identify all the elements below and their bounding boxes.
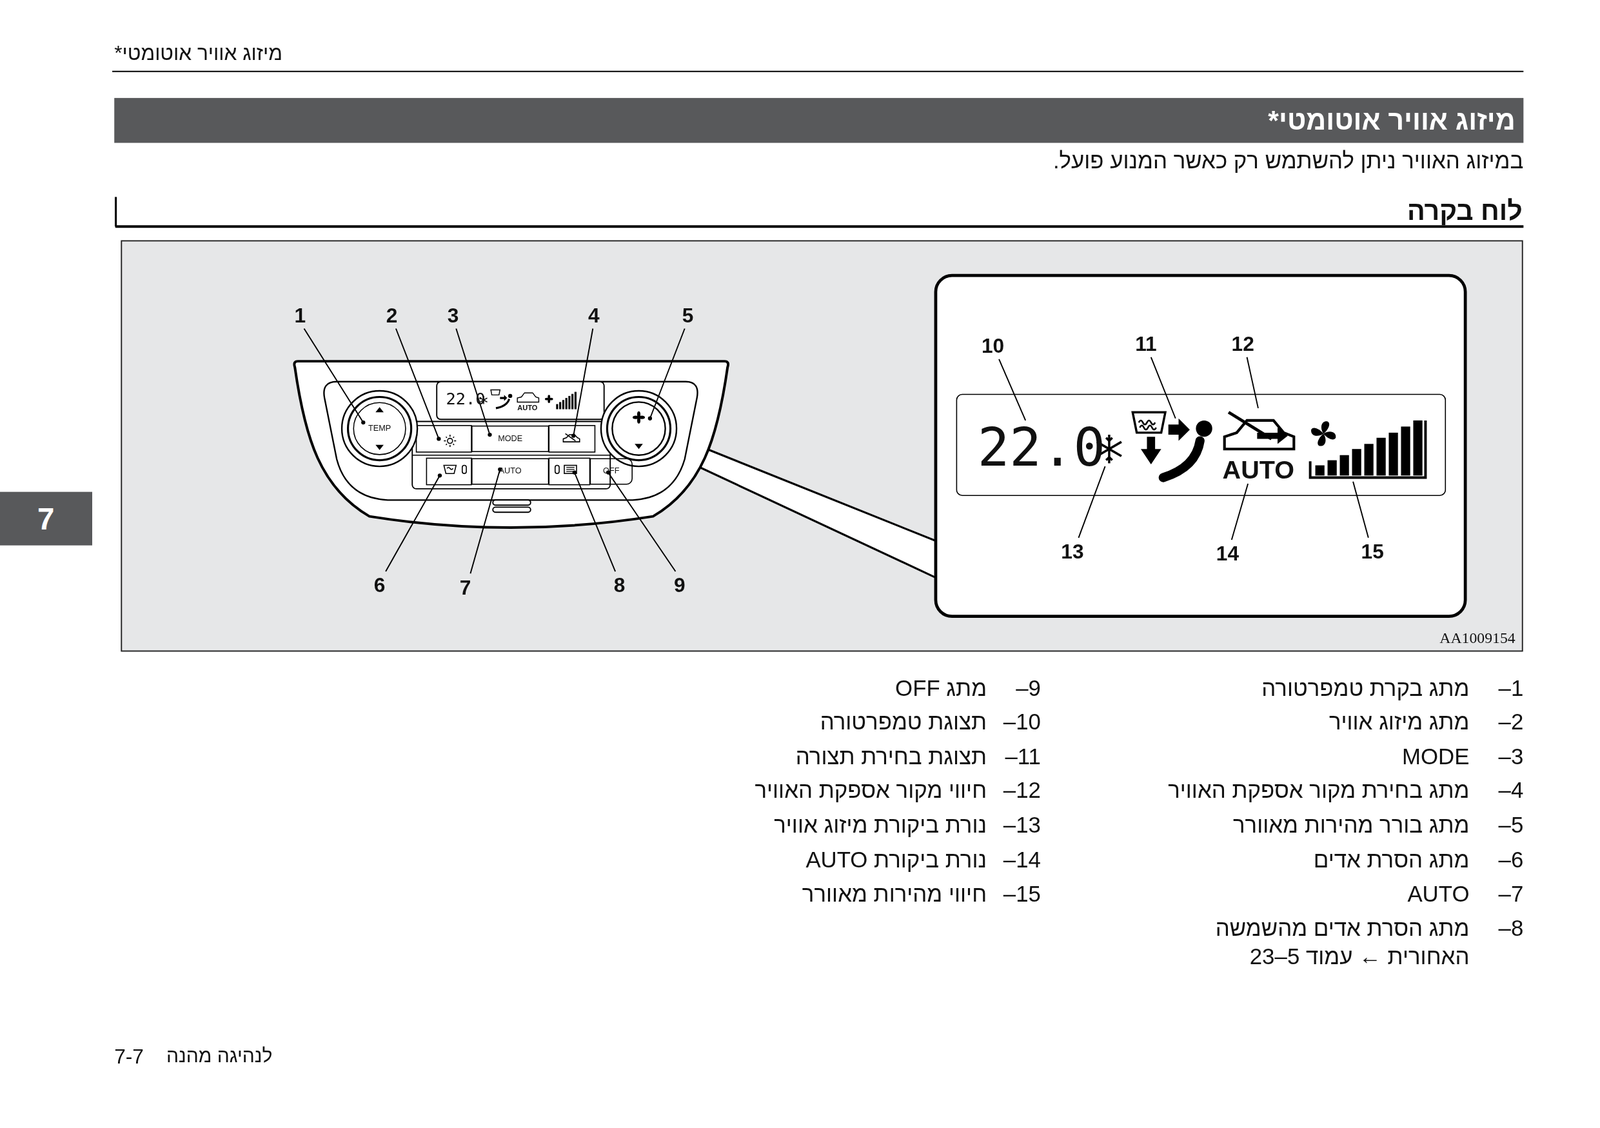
off-button: OFF [590,457,633,485]
list-text: חיווי מהירות מאוורר [802,881,987,909]
list-number: 10– [1003,708,1041,736]
small-lcd: 22.0AUTO [441,385,601,416]
node-text: 7 [37,501,55,536]
list-text: מתג הסרת אדים מהשמשה האחורית ← עמוד 5–23 [1163,914,1470,972]
list-text: נורת ביקורת מיזוג אוויר [773,811,987,840]
callout-number: 14 [1216,541,1239,566]
node-text: AUTO [1222,456,1295,485]
list-text: מתג בקרת טמפרטורה [1261,675,1470,703]
callout-number: 12 [1231,331,1255,356]
callout-number: 7 [459,575,472,600]
list-number: 11– [1004,743,1041,771]
list-number: 5– [1498,811,1524,840]
list-number: 2– [1498,708,1524,736]
list-number: 7– [1498,881,1524,909]
callout-number: 10 [981,333,1005,358]
display-panel: 22.0AUTO [956,394,1446,496]
callout-number: 3 [447,303,460,328]
list-text: נורת ביקורת AUTO [805,846,987,874]
list-number: 4– [1498,777,1524,805]
list-number: 12– [1003,777,1041,805]
node-text: MODE [497,434,523,444]
list-number: 13– [1003,811,1041,840]
callout-number: 9 [673,572,686,598]
node-text: AUTO [499,466,522,476]
list-text: תצוגת בחירת תצורה [795,743,987,771]
running-header: מיזוג אוויר אוטומטי* [114,40,283,66]
callout-number: 15 [1361,538,1384,563]
chapter-tab: 7 [0,492,92,545]
list-text: MODE [1402,743,1470,771]
list-text: AUTO [1407,881,1470,909]
callout-number: 2 [386,303,398,328]
callout-number: 5 [682,303,694,328]
node-text: TEMP [368,424,391,434]
footer-text: לנהיגה מהנה [166,1044,273,1068]
section-heading: לוח בקרה [1407,195,1523,228]
callout-number: 11 [1135,331,1157,356]
page-number: 7-7 [114,1044,144,1069]
list-text: מתג OFF [895,675,987,703]
list-number: 15– [1003,881,1041,909]
mode-button: MODE [471,425,549,453]
band-title: מיזוג אוויר אוטומטי* [1267,103,1515,137]
figure-code: AA1009154 [1439,628,1515,647]
intro-text: במיזוג האוויר ניתן להשתמש רק כאשר המנוע … [1053,147,1524,175]
auto-button: AUTO [471,457,549,485]
list-text: מתג הסרת אדים [1313,846,1470,874]
list-text: מתג בורר מהירות מאוורר [1233,811,1470,840]
node-text: AUTO [517,404,538,413]
list-text: מתג מיזוג אוויר [1329,708,1470,736]
list-number: 14– [1003,846,1041,874]
list-text: מתג בחירת מקור אספקת האוויר [1167,777,1470,805]
callout-number: 6 [374,572,386,598]
list-number: 1– [1498,675,1524,703]
list-text: תצוגת טמפרטורה [820,708,987,736]
node-text: 22.0 [977,418,1106,477]
list-number: 9– [1015,675,1041,703]
callout-number: 8 [613,572,626,598]
list-number: 6– [1498,846,1524,874]
node-text: 22.0 [445,390,485,409]
list-text: חיווי מקור אספקת האוויר [754,777,987,805]
list-number: 8– [1498,915,1524,943]
callout-number: 1 [294,303,306,328]
temp-knob: TEMP [352,401,406,455]
callout-number: 13 [1060,538,1084,563]
node-text: OFF [602,466,620,476]
list-number: 3– [1498,743,1524,771]
callout-number: 4 [588,303,600,328]
